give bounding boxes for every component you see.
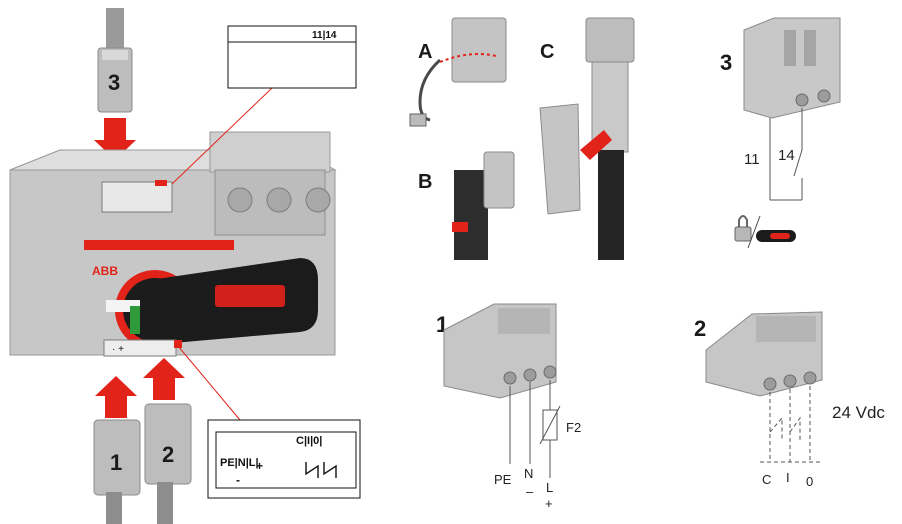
svg-text:PE|N|L|: PE|N|L|: [220, 457, 259, 469]
callout-1-connector: 1: [110, 450, 122, 475]
connector-c: [585, 17, 635, 63]
clip-a: [451, 17, 507, 83]
svg-text:PE: PE: [494, 472, 512, 487]
aux-slot: [101, 181, 173, 213]
svg-text:C|I|0|: C|I|0|: [296, 435, 322, 447]
handle-red-insert: [215, 285, 285, 307]
arrow-up-1: [95, 376, 137, 418]
svg-text:L: L: [546, 480, 553, 495]
red-stripe: [84, 240, 234, 250]
callout-c: C: [540, 41, 554, 63]
terminal-screw-3: [305, 187, 331, 213]
svg-text:-: -: [236, 473, 240, 487]
cable-b: [454, 170, 488, 260]
connector-top: [97, 47, 133, 113]
svg-text:14: 14: [778, 147, 795, 164]
leader-bottom: [177, 345, 241, 421]
leader-top: [171, 87, 273, 185]
svg-text:–: –: [526, 484, 534, 499]
callout-2: 2: [694, 316, 706, 341]
svg-text:11|14: 11|14: [312, 30, 337, 41]
power-connector: 1 F2 PE N – L +: [436, 303, 581, 511]
switch-symbol: [305, 462, 337, 478]
cover-c: [539, 103, 581, 215]
padlock-icon: [734, 226, 752, 242]
svg-text:· +: · +: [112, 344, 124, 355]
terminal-screw-2: [266, 187, 292, 213]
svg-text:N: N: [524, 466, 533, 481]
aux-contact: 3 11 14: [720, 17, 841, 249]
switch-disconnector: 3 ABB · + 1: [9, 8, 361, 524]
svg-text:0: 0: [806, 474, 813, 489]
voltage-label: 24 Vdc: [832, 403, 885, 422]
callout-3: 3: [720, 50, 732, 75]
cable-a: [418, 58, 442, 122]
arrow-up-2: [143, 358, 185, 400]
svg-text:I: I: [786, 470, 790, 485]
signal-connector: 2 24 Vdc C I 0: [694, 311, 885, 489]
callout-b: B: [418, 171, 432, 193]
svg-text:F2: F2: [566, 420, 581, 435]
callout-a: A: [418, 41, 432, 63]
abb-logo: ABB: [92, 264, 118, 278]
assembly-steps: A B C: [409, 17, 635, 260]
cable-top: [106, 8, 124, 50]
callout-3-connector: 3: [108, 70, 120, 95]
svg-text:11: 11: [744, 151, 760, 168]
green-indicator: [130, 306, 140, 334]
svg-text:+: +: [545, 496, 553, 511]
pole-housings: [209, 131, 331, 173]
terminal-screw-1: [227, 187, 253, 213]
callout-2-connector: 2: [162, 442, 174, 467]
svg-text:+: +: [256, 459, 263, 473]
svg-text:C: C: [762, 472, 771, 487]
